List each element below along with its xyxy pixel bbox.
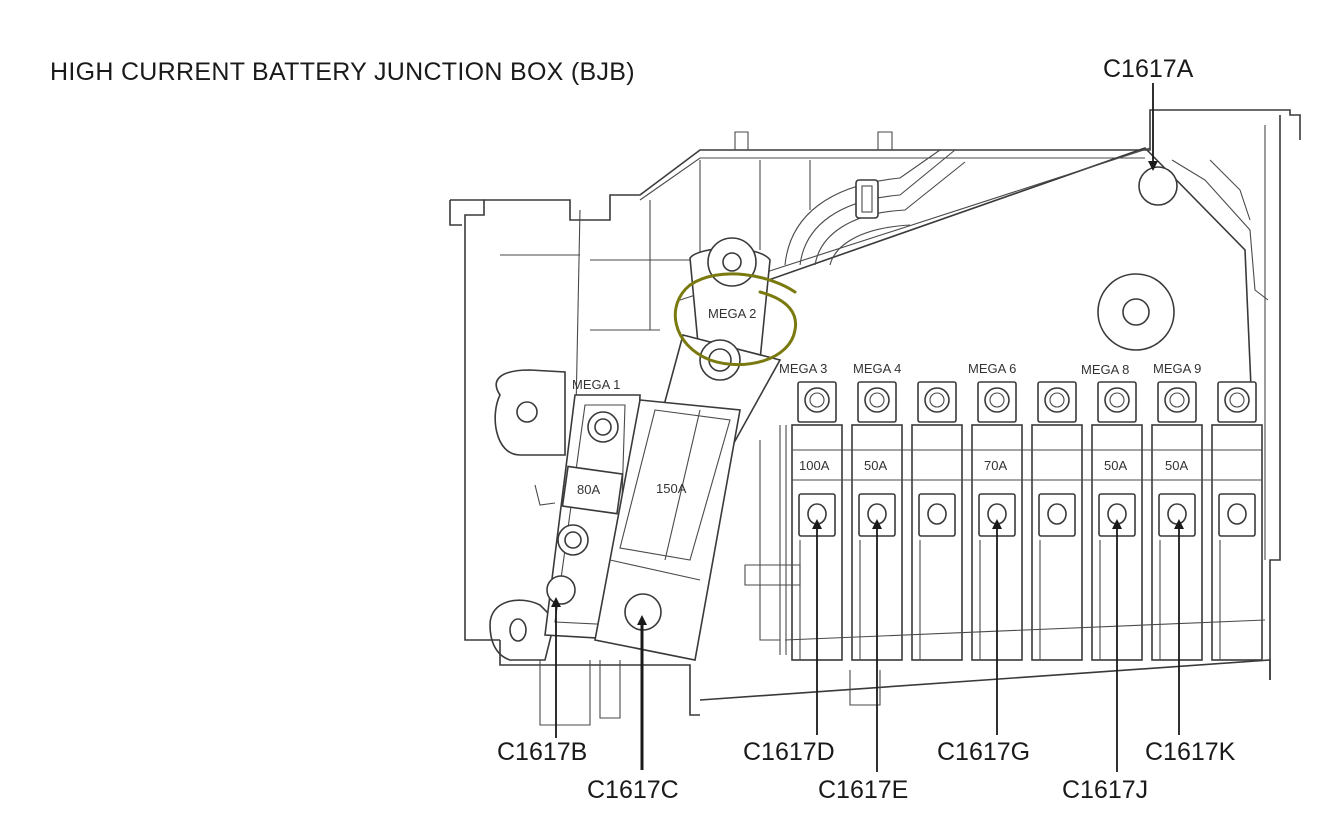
annotation-circle	[673, 272, 798, 367]
mega4-rating: 50A	[864, 458, 887, 473]
callout-arrows	[551, 83, 1184, 772]
center-stud	[1097, 273, 1175, 351]
mega4-label: MEGA 4	[853, 361, 901, 376]
connector-label-c1617j: C1617J	[1062, 776, 1148, 804]
connector-label-c1617b: C1617B	[497, 738, 587, 766]
mega6-label: MEGA 6	[968, 361, 1016, 376]
connector-label-c1617e: C1617E	[818, 776, 908, 804]
mega2-label: MEGA 2	[708, 306, 756, 321]
housing-outline	[449, 109, 1301, 726]
mega1-label: MEGA 1	[572, 377, 620, 392]
connector-label-c1617d: C1617D	[743, 738, 835, 766]
connector-label-c1617c: C1617C	[587, 776, 679, 804]
fuse-row	[744, 381, 1266, 661]
mega8-label: MEGA 8	[1081, 362, 1129, 377]
mega9-rating: 50A	[1165, 458, 1188, 473]
mega3-label: MEGA 3	[779, 361, 827, 376]
connector-label-c1617g: C1617G	[937, 738, 1030, 766]
connector-label-c1617k: C1617K	[1145, 738, 1236, 766]
page-title: HIGH CURRENT BATTERY JUNCTION BOX (BJB)	[50, 58, 635, 86]
stud-c1617a	[1138, 166, 1178, 206]
mega3-rating: 100A	[799, 458, 830, 473]
connector-label-c1617a: C1617A	[1103, 55, 1194, 83]
wire-harness	[784, 149, 966, 266]
mega2-rating: 150A	[656, 481, 687, 496]
mega6-rating: 70A	[984, 458, 1007, 473]
mega9-label: MEGA 9	[1153, 361, 1201, 376]
mega8-rating: 50A	[1104, 458, 1127, 473]
mega1-rating: 80A	[577, 482, 600, 497]
